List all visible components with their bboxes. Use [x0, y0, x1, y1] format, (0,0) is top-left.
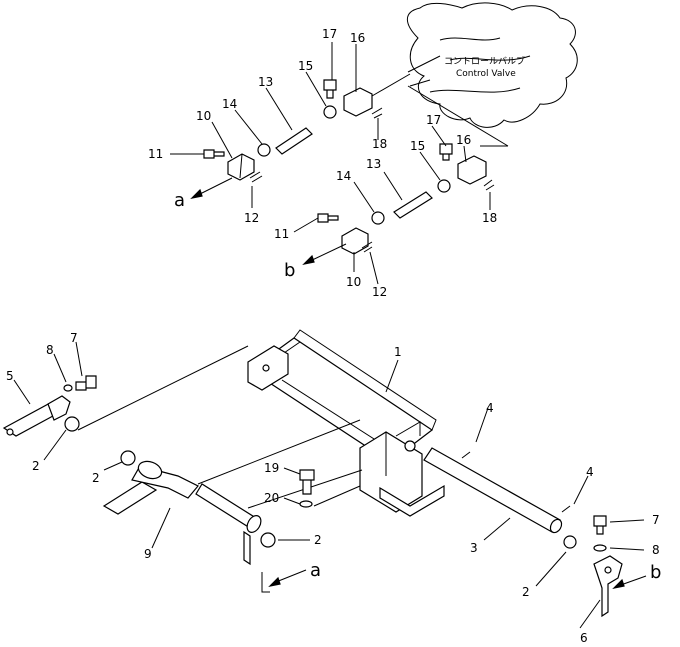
bolt-19-washer-20: [283, 467, 361, 508]
part-number: 15: [410, 139, 425, 153]
part-number: 8: [652, 543, 660, 557]
clevis-icon: [457, 155, 487, 185]
part-number: 17: [426, 113, 441, 127]
part-number: 7: [652, 513, 660, 527]
washer-icon: [593, 544, 607, 552]
part-number: 5: [6, 369, 14, 383]
part-number: 11: [148, 147, 163, 161]
part-number: 2: [522, 585, 530, 599]
bolt-icon: [75, 375, 97, 391]
part-number: 8: [46, 343, 54, 357]
part-number-labels: 17 16 15 13 14 10 11 18 12 a 17 16 15 13…: [6, 27, 661, 645]
lower-linkage-b: [293, 85, 509, 285]
part-number: 2: [92, 471, 100, 485]
cotter-pin-icon: [249, 171, 263, 183]
part-number: 6: [580, 631, 588, 645]
part-number: 4: [586, 465, 594, 479]
nut-icon: [257, 143, 271, 157]
part-number: 4: [486, 401, 494, 415]
lever-9: [102, 419, 363, 593]
cotter-pin-icon: [371, 107, 383, 119]
nut-icon: [323, 105, 337, 119]
key-icon: [461, 451, 471, 459]
part-number: 14: [222, 97, 237, 111]
key-icon: [561, 505, 571, 513]
connector-label: a: [310, 560, 321, 581]
rod-end-icon: [275, 127, 313, 155]
washer-icon: [299, 500, 313, 508]
arrow-head-icon: [268, 576, 281, 587]
connector-label: a: [174, 190, 185, 211]
nut-icon: [371, 211, 385, 225]
part-number: 19: [264, 461, 279, 475]
control-valve: コントロールバルブ Control Valve: [406, 2, 578, 128]
part-number: 18: [482, 211, 497, 225]
clevis-icon: [343, 87, 373, 117]
connector-label: b: [284, 260, 295, 281]
part-number: 13: [366, 157, 381, 171]
part-number: 16: [456, 133, 471, 147]
bolt-icon: [299, 469, 315, 495]
upper-linkage-a: [170, 42, 411, 208]
main-bracket: [247, 329, 445, 517]
bolt-icon: [203, 149, 225, 159]
part-number: 7: [70, 331, 78, 345]
part-number: 10: [346, 275, 361, 289]
arrow-head-icon: [612, 578, 625, 589]
control-valve-label-en: Control Valve: [456, 69, 516, 79]
part-number: 12: [244, 211, 259, 225]
part-number: 18: [372, 137, 387, 151]
part-number: 16: [350, 31, 365, 45]
control-valve-label-jp: コントロールバルブ: [444, 55, 525, 67]
bolt-icon: [593, 515, 607, 535]
clevis-icon: [341, 227, 369, 255]
part-number: 13: [258, 75, 273, 89]
part-number: 3: [470, 541, 478, 555]
part-number: 11: [274, 227, 289, 241]
nut-icon: [437, 179, 451, 193]
bolt-icon: [317, 213, 339, 223]
part-number: 14: [336, 169, 351, 183]
part-number: 15: [298, 59, 313, 73]
connector-label: b: [650, 562, 661, 583]
lever-5: [2, 341, 249, 461]
part-number: 2: [314, 533, 322, 547]
rod-end-icon: [393, 191, 433, 219]
cotter-pin-icon: [361, 241, 373, 253]
shaft-3: [423, 407, 589, 587]
arrow-head-icon: [190, 188, 203, 199]
part-number: 10: [196, 109, 211, 123]
bolt-icon: [323, 79, 337, 99]
part-number: 12: [372, 285, 387, 299]
part-number: 1: [394, 345, 402, 359]
cotter-pin-icon: [483, 179, 495, 191]
part-number: 17: [322, 27, 337, 41]
lever-6: [579, 515, 647, 629]
arrow-head-icon: [302, 254, 315, 265]
part-number: 9: [144, 547, 152, 561]
part-number: 2: [32, 459, 40, 473]
bolt-icon: [439, 143, 453, 161]
part-number: 20: [264, 491, 279, 505]
